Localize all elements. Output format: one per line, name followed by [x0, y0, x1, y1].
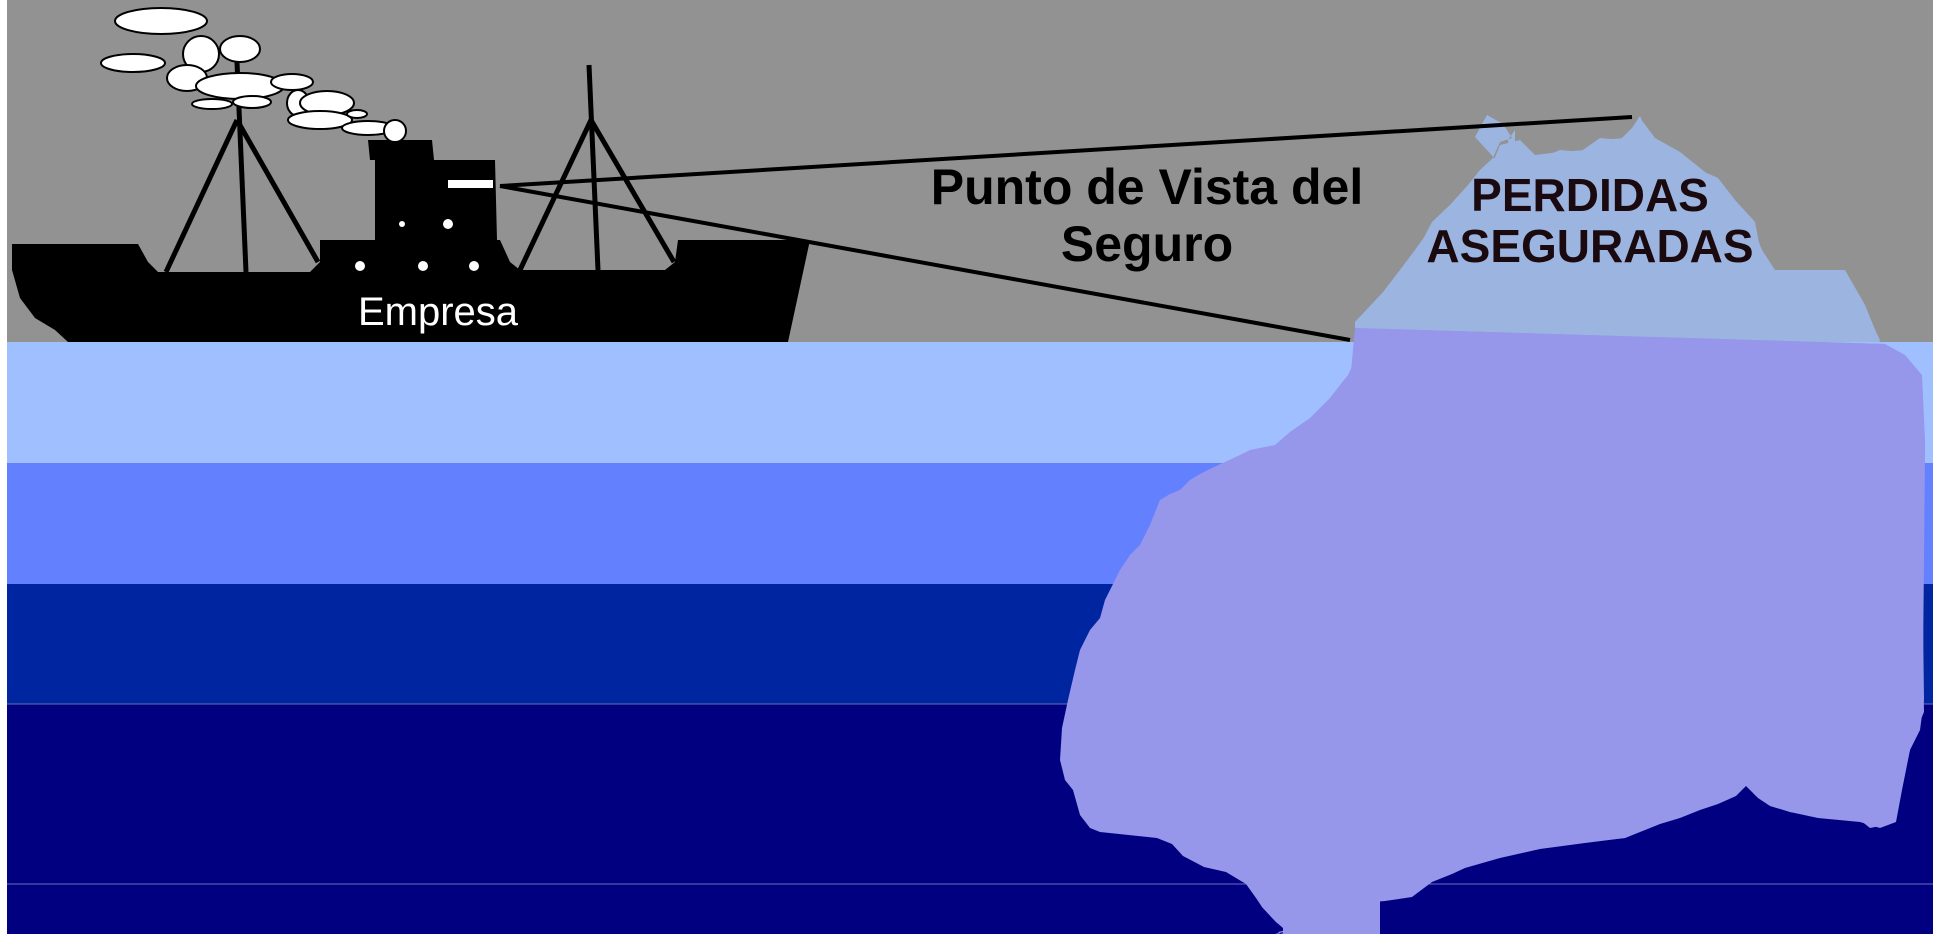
smoke-cloud	[346, 109, 368, 119]
iceberg-body-main	[1060, 328, 1925, 934]
left-margin	[0, 0, 7, 934]
iceberg-label-line-1: PERDIDAS	[1471, 169, 1709, 221]
front-rigging-left	[163, 118, 240, 274]
title-line-2: Seguro	[1061, 216, 1233, 272]
smoke-cloud	[287, 110, 353, 130]
smoke-cloud	[383, 119, 407, 143]
porthole	[469, 261, 479, 271]
smoke-cloud	[100, 53, 166, 73]
ship-funnel-stripe	[448, 180, 493, 188]
smoke-cloud	[191, 98, 233, 110]
rear-rigging-left	[517, 118, 594, 272]
iceberg-label-line-2: ASEGURADAS	[1426, 220, 1753, 272]
smoke-cloud	[219, 35, 261, 63]
porthole	[418, 261, 428, 271]
iceberg-tip-fill	[1355, 118, 1880, 342]
front-rigging-right	[234, 118, 321, 264]
ship-hull	[12, 140, 810, 342]
title-line-1: Punto de Vista del	[931, 159, 1364, 215]
porthole	[399, 221, 405, 227]
smoke-cloud	[195, 72, 285, 100]
rear-mast	[586, 64, 601, 271]
smoke-cloud	[232, 95, 272, 109]
smoke-cloud	[270, 73, 314, 91]
porthole	[355, 261, 365, 271]
water-layer-bottom	[7, 884, 1933, 934]
iceberg-bottom-edge	[1262, 900, 1380, 934]
ship-funnel	[368, 140, 434, 160]
smoke-clouds	[100, 7, 407, 143]
smoke-cloud	[114, 7, 208, 35]
ship-label: Empresa	[358, 290, 519, 334]
sight-line-bottom	[499, 184, 1351, 342]
rear-rigging-right	[588, 118, 677, 264]
sight-line-top	[499, 115, 1633, 188]
porthole	[443, 219, 453, 229]
